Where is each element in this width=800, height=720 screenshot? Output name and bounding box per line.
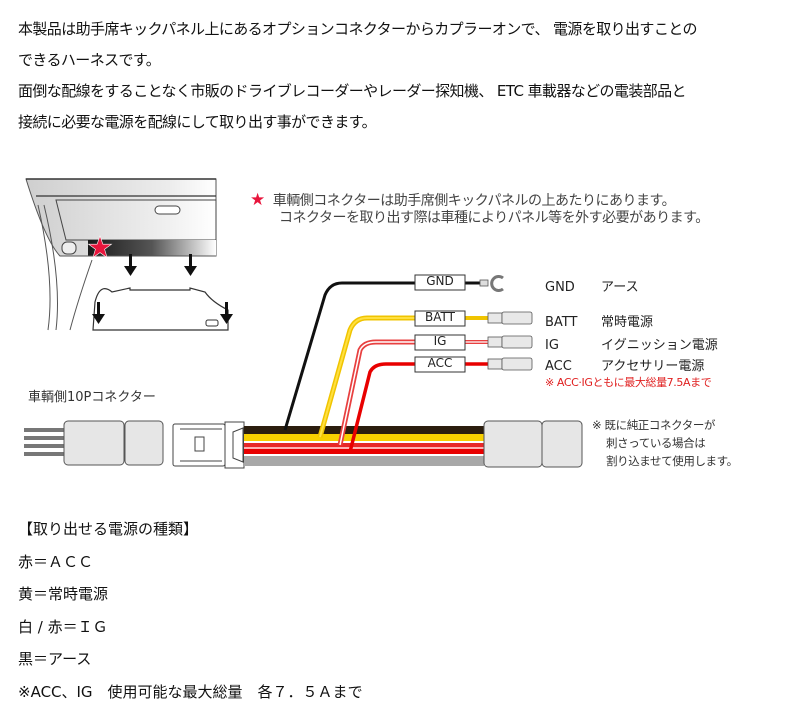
splice-note: ※ 既に純正コネクターが 刺さっている場合は 割り込ませて使用します。 [592,418,738,468]
intro-line: 面倒な配線をすることなく市販のドライブレコーダーやレーダー探知機、 ETC 車載… [18,82,687,100]
dashboard-illustration [25,178,233,331]
power-types-footnote: ※ACC、IG 使用可能な最大総量 各７．５Ａまで [18,682,363,701]
connector-location-note: ★車輌側コネクターは助手席側キックパネルの上あたりにあります。 コネクターを取り… [250,190,709,227]
vehicle-connector-label: 車輌側10Pコネクター [28,390,156,405]
power-type-item: 黒＝アース [18,650,92,668]
wire-tag-acc: ACC [427,356,453,370]
wire-bundle [244,426,484,466]
intro-line: 接続に必要な電源を配線にして取り出す事ができます。 [18,113,377,131]
power-type-item: 黄＝常時電源 [18,585,109,603]
breakout-wires [283,281,488,453]
power-type-item: 赤＝ＡＣＣ [18,552,94,571]
power-types-heading: 【取り出せる電源の種類】 [18,520,199,538]
arrow-down-icon [92,254,233,324]
wire-tags [414,274,466,373]
current-limit-note: ※ ACC·IGともに最大総量7.5Aまで [545,376,712,389]
intro-line: できるハーネスです。 [18,51,161,69]
star-icon: ★ [250,190,265,210]
power-types-list: 【取り出せる電源の種類】 赤＝ＡＣＣ 黄＝常時電源 白 / 赤＝ＩＧ 黒＝アース… [18,513,363,708]
intro-text: 本製品は助手席キックパネル上にあるオプションコネクターからカプラーオンで、 電源… [18,14,798,138]
wire-tag-ig: IG [433,334,447,348]
female-spade-terminal-icon [487,311,533,371]
ring-terminal-icon [479,275,504,292]
wiring-diagram [24,178,583,469]
harness-female-connector [483,420,583,468]
intro-line: 本製品は助手席キックパネル上にあるオプションコネクターからカプラーオンで、 電源… [18,20,697,38]
wire-tag-gnd: GND [426,274,454,288]
star-icon [87,235,113,259]
power-type-item: 白 / 赤＝ＩＧ [18,617,108,636]
vehicle-connector [24,420,164,466]
wire-tag-batt: BATT [425,310,455,324]
harness-male-connector [172,421,245,469]
